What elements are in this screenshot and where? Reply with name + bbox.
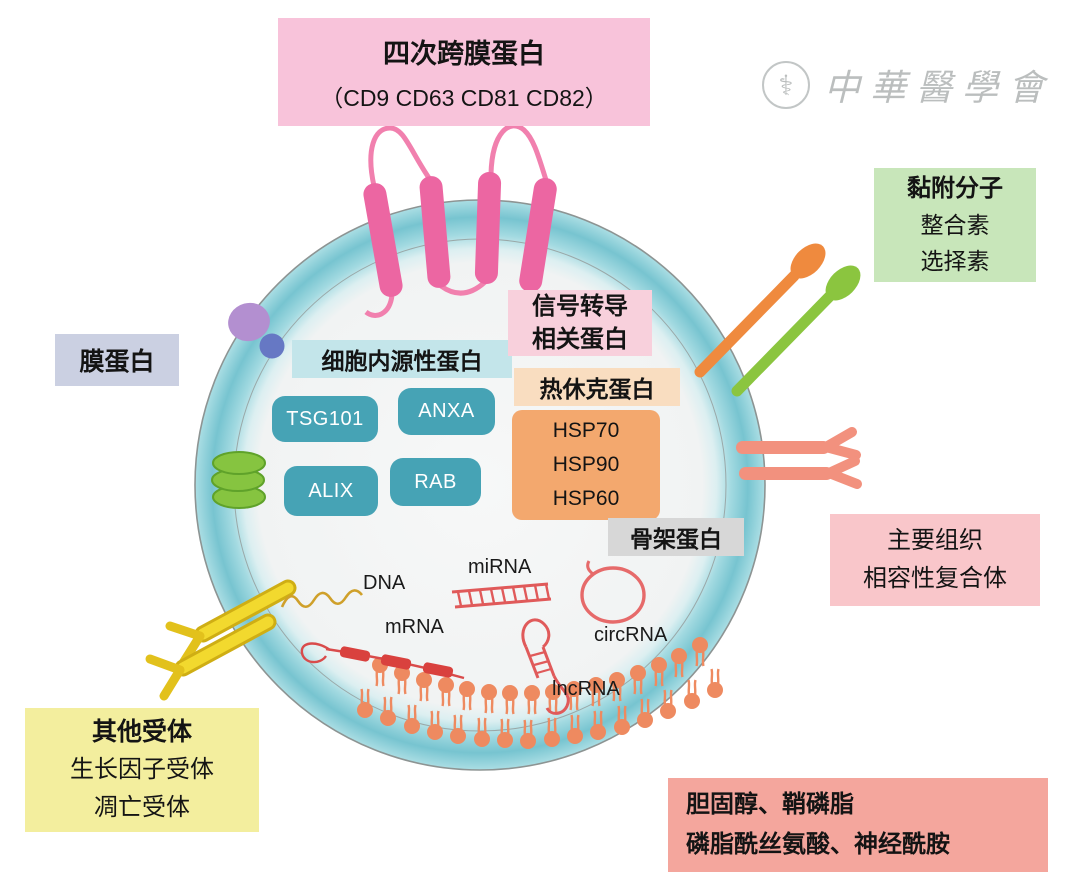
mhc-label-box: 主要组织 相容性复合体 <box>830 514 1040 606</box>
dna-label: DNA <box>363 572 406 594</box>
circrna-label: circRNA <box>594 624 668 646</box>
mrna-icon <box>300 642 465 680</box>
heat-shock-header: 热休克蛋白 <box>514 368 680 406</box>
signal-transduction-label: 信号转导 相关蛋白 <box>508 290 652 356</box>
lncrna-label: lncRNA <box>552 678 620 700</box>
hsp70-text: HSP70 <box>552 419 620 442</box>
lncrna-icon <box>521 618 570 715</box>
green-protein-stack-icon <box>211 451 266 509</box>
protein-pill-rab-text: RAB <box>414 470 457 493</box>
protein-pill-anxa-text: ANXA <box>418 400 475 422</box>
mirna-icon <box>451 582 552 609</box>
cma-logo: ⚕ 中華醫學會 <box>762 50 1044 120</box>
protein-pill-tsg101: TSG101 <box>272 396 378 442</box>
protein-pill-tsg101-text: TSG101 <box>286 407 364 430</box>
mhc-label-line2: 相容性复合体 <box>863 565 1007 592</box>
lipids-line1: 胆固醇、鞘磷脂 <box>686 791 854 818</box>
lipids-line2: 磷脂酰丝氨酸、神经酰胺 <box>686 831 950 858</box>
adhesion-item-integrin: 整合素 <box>920 212 990 238</box>
mirna-label: miRNA <box>468 556 532 578</box>
protein-pill-rab: RAB <box>390 458 481 506</box>
adhesion-label-box: 黏附分子 整合素 选择素 <box>874 168 1036 282</box>
protein-pill-alix-text: ALIX <box>308 479 354 502</box>
hsp90-text: HSP90 <box>552 453 620 476</box>
circrna-icon <box>580 560 646 624</box>
membrane-protein-label: 膜蛋白 <box>79 348 155 376</box>
other-receptor-icons <box>145 579 297 701</box>
adhesion-title: 黏附分子 <box>907 175 1003 202</box>
mhc-molecule-icon <box>736 427 862 489</box>
hsp60-text: HSP60 <box>552 487 620 510</box>
membrane-protein-label-box: 膜蛋白 <box>55 334 179 386</box>
other-receptors-label-box: 其他受体 生长因子受体 凋亡受体 <box>25 708 259 832</box>
cytoskeleton-label: 骨架蛋白 <box>608 518 744 556</box>
protein-pill-anxa: ANXA <box>398 388 495 435</box>
tetraspanin-title: 四次跨膜蛋白 <box>383 38 545 69</box>
adhesion-molecule-icons <box>694 243 861 397</box>
adhesion-item-selectin: 选择素 <box>920 248 990 274</box>
tetraspanin-subtitle: （CD9 CD63 CD81 CD82） <box>320 84 608 111</box>
endogenous-protein-header-text: 细胞内源性蛋白 <box>321 348 483 374</box>
mrna-label: mRNA <box>385 616 444 638</box>
heat-shock-header-text: 热休克蛋白 <box>539 376 655 402</box>
tetraspanin-protein-icon <box>363 123 562 318</box>
medical-emblem-icon: ⚕ <box>762 61 810 109</box>
dna-icon <box>280 589 364 609</box>
membrane-protein-icon <box>228 302 285 359</box>
growth-factor-receptor-text: 生长因子受体 <box>70 756 214 783</box>
endogenous-protein-header: 细胞内源性蛋白 <box>292 340 512 378</box>
lipids-label-box: 胆固醇、鞘磷脂 磷脂酰丝氨酸、神经酰胺 <box>668 778 1048 872</box>
signal-label-line1: 信号转导 <box>532 293 628 320</box>
heat-shock-protein-box: HSP70 HSP90 HSP60 <box>512 410 660 520</box>
mhc-label-line1: 主要组织 <box>887 527 983 554</box>
tetraspanin-label-box: 四次跨膜蛋白 （CD9 CD63 CD81 CD82） <box>278 18 650 126</box>
signal-label-line2: 相关蛋白 <box>532 326 628 353</box>
apoptosis-receptor-text: 凋亡受体 <box>94 794 190 821</box>
protein-pill-alix: ALIX <box>284 466 378 516</box>
cytoskeleton-label-text: 骨架蛋白 <box>630 526 722 552</box>
cma-logo-text: 中華醫學會 <box>824 68 1055 108</box>
other-receptors-title: 其他受体 <box>91 718 192 746</box>
